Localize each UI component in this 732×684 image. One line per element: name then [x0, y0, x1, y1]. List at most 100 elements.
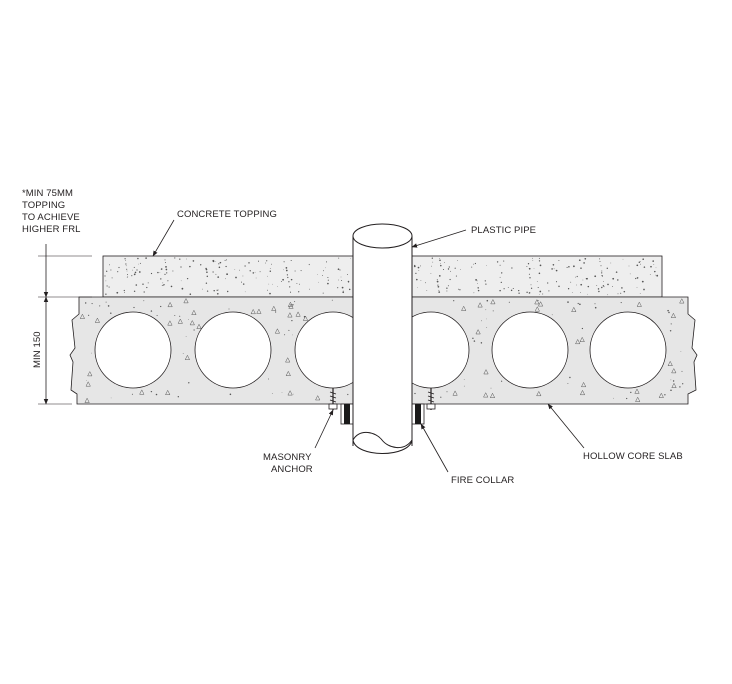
aggregate-dot	[486, 299, 489, 302]
aggregate-dot	[107, 305, 110, 307]
aggregate-dot	[205, 268, 208, 271]
aggregate-stone	[483, 392, 489, 398]
aggregate-stone	[475, 329, 481, 335]
leader-fire-collar	[420, 423, 449, 473]
aggregate-dot	[450, 270, 452, 272]
aggregate-dot	[269, 292, 271, 295]
aggregate-dot	[206, 271, 208, 273]
aggregate-dot	[679, 386, 681, 388]
aggregate-dot	[235, 276, 237, 279]
aggregate-dot	[511, 267, 513, 269]
aggregate-dot	[217, 276, 220, 278]
aggregate-dot	[436, 279, 438, 281]
aggregate-dot	[285, 269, 288, 272]
aggregate-dot	[507, 286, 509, 288]
aggregate-dot	[555, 281, 558, 283]
aggregate-dot	[322, 292, 324, 294]
aggregate-dot	[202, 288, 203, 290]
aggregate-stone	[579, 336, 585, 342]
topping-speckle	[104, 257, 659, 296]
aggregate-dot	[292, 393, 294, 395]
aggregate-dot	[641, 280, 644, 283]
aggregate-dot	[325, 267, 326, 269]
aggregate-dot	[300, 270, 302, 272]
aggregate-dot	[585, 277, 588, 280]
aggregate-dot	[218, 263, 220, 265]
aggregate-dot	[268, 378, 270, 380]
aggregate-dot	[215, 273, 217, 275]
aggregate-dot	[537, 300, 539, 301]
masonry-anchor-right-thread	[427, 391, 435, 403]
aggregate-dot	[136, 269, 138, 271]
aggregate-dot	[440, 264, 442, 267]
aggregate-stone	[84, 397, 90, 403]
aggregate-dot	[213, 289, 215, 292]
aggregate-dot	[629, 273, 631, 275]
aggregate-dot	[416, 278, 418, 281]
aggregate-dot	[583, 262, 585, 264]
aggregate-dot	[218, 266, 221, 269]
aggregate-dot	[528, 273, 530, 275]
aggregate-dot	[612, 277, 615, 280]
aggregate-dot	[636, 287, 638, 288]
aggregate-dot	[682, 383, 684, 385]
aggregate-stone	[536, 390, 542, 397]
aggregate-dot	[170, 285, 173, 288]
aggregate-dot	[457, 288, 459, 290]
aggregate-stone	[302, 315, 309, 321]
aggregate-dot	[298, 283, 300, 285]
aggregate-dot	[327, 279, 329, 281]
aggregate-dot	[567, 288, 570, 290]
aggregate-dot	[606, 267, 608, 269]
aggregate-dot	[610, 262, 612, 264]
aggregate-dot	[309, 288, 310, 290]
aggregate-dot	[568, 266, 570, 268]
fire-collar-right-band	[415, 404, 421, 424]
aggregate-dot	[499, 289, 501, 292]
aggregate-stone	[658, 392, 664, 398]
aggregate-dot	[161, 284, 163, 286]
aggregate-dot	[537, 286, 539, 289]
aggregate-dot	[630, 391, 632, 394]
aggregate-dot	[453, 300, 455, 302]
aggregate-dot	[490, 387, 492, 389]
aggregate-dot	[110, 397, 112, 399]
aggregate-dot	[338, 257, 340, 259]
plastic-pipe-body	[353, 236, 412, 445]
aggregate-dot	[654, 270, 656, 273]
aggregate-dot	[234, 269, 236, 271]
aggregate-dot	[538, 257, 540, 259]
aggregate-stone	[477, 302, 483, 308]
aggregate-stone	[196, 323, 202, 329]
aggregate-dot	[538, 294, 540, 295]
label-hollow-core-slab: HOLLOW CORE SLAB	[583, 451, 683, 462]
aggregate-dot	[600, 265, 602, 267]
aggregate-dot	[459, 289, 461, 291]
aggregate-dot	[601, 274, 603, 277]
aggregate-dot	[542, 293, 544, 295]
aggregate-dot	[580, 291, 581, 293]
aggregate-dot	[146, 286, 148, 289]
aggregate-stone	[256, 308, 262, 314]
aggregate-dot	[181, 287, 184, 290]
masonry-anchor-left-nut	[328, 403, 338, 410]
aggregate-dot	[172, 270, 174, 272]
aggregate-dot	[622, 258, 624, 260]
slab-void-6	[589, 311, 667, 389]
aggregate-dot	[473, 340, 476, 342]
aggregate-dot	[538, 272, 541, 275]
aggregate-dot	[539, 290, 542, 293]
aggregate-dot	[499, 264, 501, 266]
aggregate-dot	[477, 283, 478, 284]
note-line-4: HIGHER FRL	[22, 224, 81, 235]
aggregate-dot	[150, 390, 153, 393]
aggregate-dot	[286, 274, 289, 276]
aggregate-dot	[653, 264, 655, 265]
aggregate-dot	[580, 283, 583, 286]
aggregate-dot	[160, 278, 162, 280]
aggregate-dot	[538, 260, 541, 262]
dimension-lines	[38, 244, 92, 405]
plastic-pipe-bottom-end	[352, 439, 413, 454]
aggregate-dot	[430, 273, 432, 274]
aggregate-stone	[274, 328, 281, 334]
